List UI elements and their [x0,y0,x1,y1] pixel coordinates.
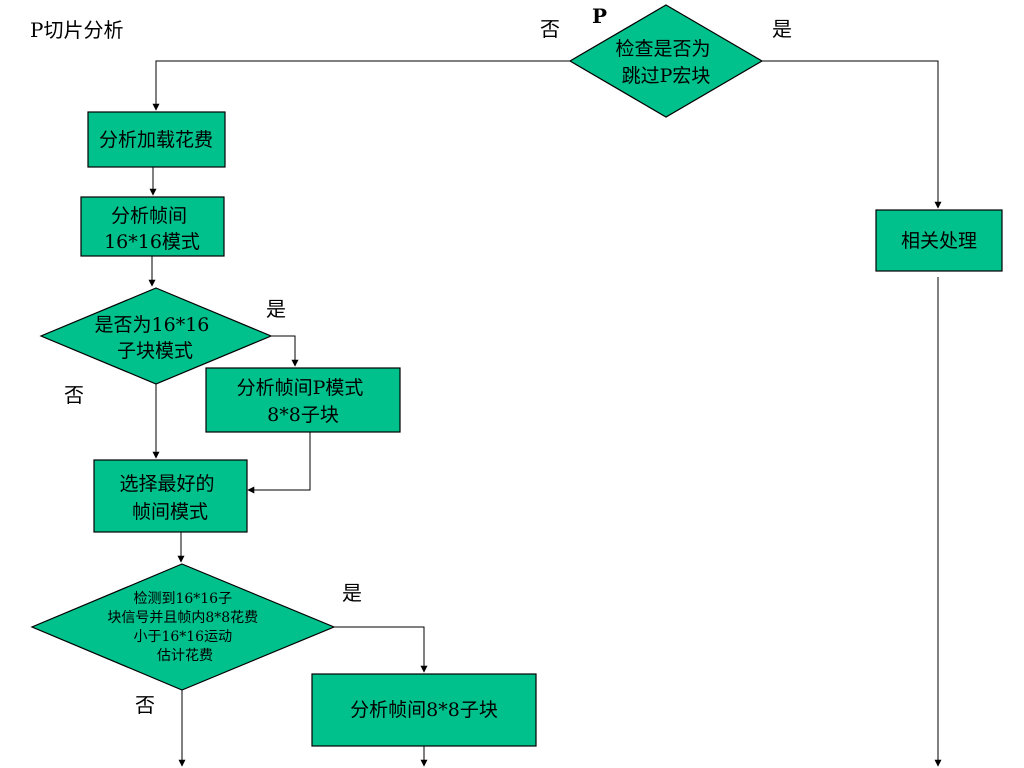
analyze-inter-p8x8-text: 分析帧间P模式 8*8子块 [237,377,370,426]
detect-16x16-text: 检测到16*16子 块信号并且帧内8*8花费 小于16*16运动 估计花费 [107,591,262,664]
edge-skip-yes [762,60,942,209]
edge-16x16sub-yes [271,335,299,367]
is-16x16-sub-no-label: 否 [64,383,84,407]
detect-16x16-decision [30,563,336,691]
is-16x16-sub-yes-label: 是 [266,297,286,321]
detect-no-label: 否 [135,693,155,717]
check-skip-no-label: 否 [540,17,560,41]
check-skip-decision [568,4,764,118]
is-16x16-sub-text: 是否为16*16 子块模式 [95,314,216,362]
analyze-inter-16x16-text: 分析帧间 16*16模式 [104,205,200,253]
start-label: P [592,4,607,28]
select-best-inter-text: 选择最好的 帧间模式 [119,473,220,523]
analyze-inter-8x8-sub-text: 分析帧间8*8子块 [350,699,498,721]
select-best-inter-box [93,459,248,533]
diagram-title: P切片分析 [30,18,123,42]
check-skip-text: 检查是否为 跳过P宏块 [615,38,716,87]
analyze-inter-8x8-sub-box [311,673,537,747]
check-skip-yes-label: 是 [772,17,792,41]
related-processing-text: 相关处理 [901,230,977,252]
analyze-inter-p8x8-box [205,367,401,433]
edge-p8x8-to-select [247,432,311,494]
analyze-load-cost-box [87,111,226,168]
edge-skip-no [152,60,570,111]
detect-yes-label: 是 [342,581,362,605]
analyze-load-cost-text: 分析加载花费 [99,129,213,151]
edge-detect-yes [334,626,428,673]
related-processing-box [875,209,1003,272]
analyze-inter-16x16-box [80,196,225,257]
